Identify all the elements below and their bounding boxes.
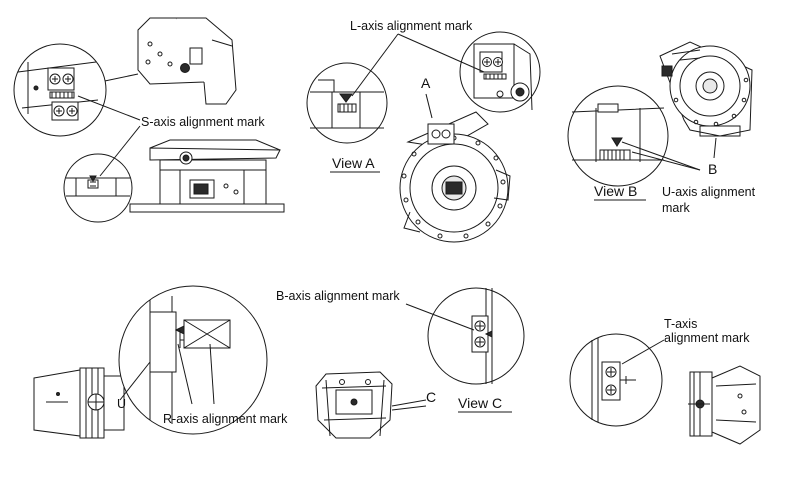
- callout-b: B: [708, 161, 717, 177]
- l-axis-detail-circle: [459, 31, 541, 113]
- s-axis-label: S-axis alignment mark: [141, 115, 265, 129]
- u-glyph: U: [117, 397, 126, 411]
- u-axis-leader-1: [621, 141, 701, 171]
- b-axis-robot-body: [315, 371, 393, 439]
- u-axis-leader-2: [631, 151, 701, 171]
- r-axis-label: R-axis alignment mark: [163, 412, 288, 426]
- r-axis-robot-body: [33, 367, 125, 439]
- l-axis-label: L-axis alignment mark: [350, 19, 473, 33]
- u-axis-figure: View B B U-axis alignment mark: [567, 41, 756, 215]
- t-axis-figure: T-axis alignment mark: [569, 317, 761, 445]
- r-axis-detail-circle: [118, 285, 268, 435]
- u-axis-label-line2: mark: [662, 201, 691, 215]
- s-axis-figure: S-axis alignment mark: [13, 17, 285, 223]
- s-axis-leader-lower: [99, 125, 141, 177]
- r-axis-connector: [119, 361, 151, 401]
- s-axis-base-lower: [129, 139, 285, 213]
- s-axis-base-bracket: [99, 17, 237, 105]
- callout-b-arrow: [713, 137, 717, 159]
- view-b-detail-circle: [567, 85, 669, 187]
- t-axis-label-line2: alignment mark: [664, 331, 750, 345]
- callout-c: C: [426, 389, 436, 405]
- r-axis-leader-1: [177, 343, 193, 405]
- view-c-label: View C: [458, 395, 502, 411]
- view-b-label: View B: [594, 183, 637, 199]
- u-axis-robot-body: [659, 41, 753, 137]
- b-axis-label: B-axis alignment mark: [276, 289, 400, 303]
- b-axis-figure: C B-axis alignment mark View C: [276, 287, 525, 439]
- b-axis-leader: [405, 303, 475, 331]
- view-c-detail-circle: [427, 287, 525, 385]
- l-axis-leader-left: [351, 33, 399, 97]
- s-axis-detail-circle: [13, 43, 107, 137]
- r-axis-leader-2: [209, 343, 215, 405]
- s-axis-leader-upper: [77, 95, 141, 121]
- callout-c-arrow: [391, 399, 427, 411]
- callout-a: A: [421, 75, 431, 91]
- callout-a-arrow: [425, 93, 433, 119]
- t-axis-leader: [621, 339, 665, 365]
- view-a-label: View A: [332, 155, 375, 171]
- view-a-detail-circle: [306, 62, 388, 144]
- t-axis-robot-body: [688, 365, 761, 445]
- l-axis-robot-body: [399, 111, 511, 243]
- s-axis-lower-detail-circle: [63, 153, 133, 223]
- l-axis-leader-right: [397, 33, 485, 73]
- r-axis-figure: U R-axis alignment mark: [33, 285, 288, 439]
- l-axis-figure: View A L-axis alignment mark: [306, 19, 541, 243]
- t-axis-label-line1: T-axis: [664, 317, 697, 331]
- u-axis-label-line1: U-axis alignment: [662, 185, 756, 199]
- t-axis-detail-circle: [569, 333, 663, 427]
